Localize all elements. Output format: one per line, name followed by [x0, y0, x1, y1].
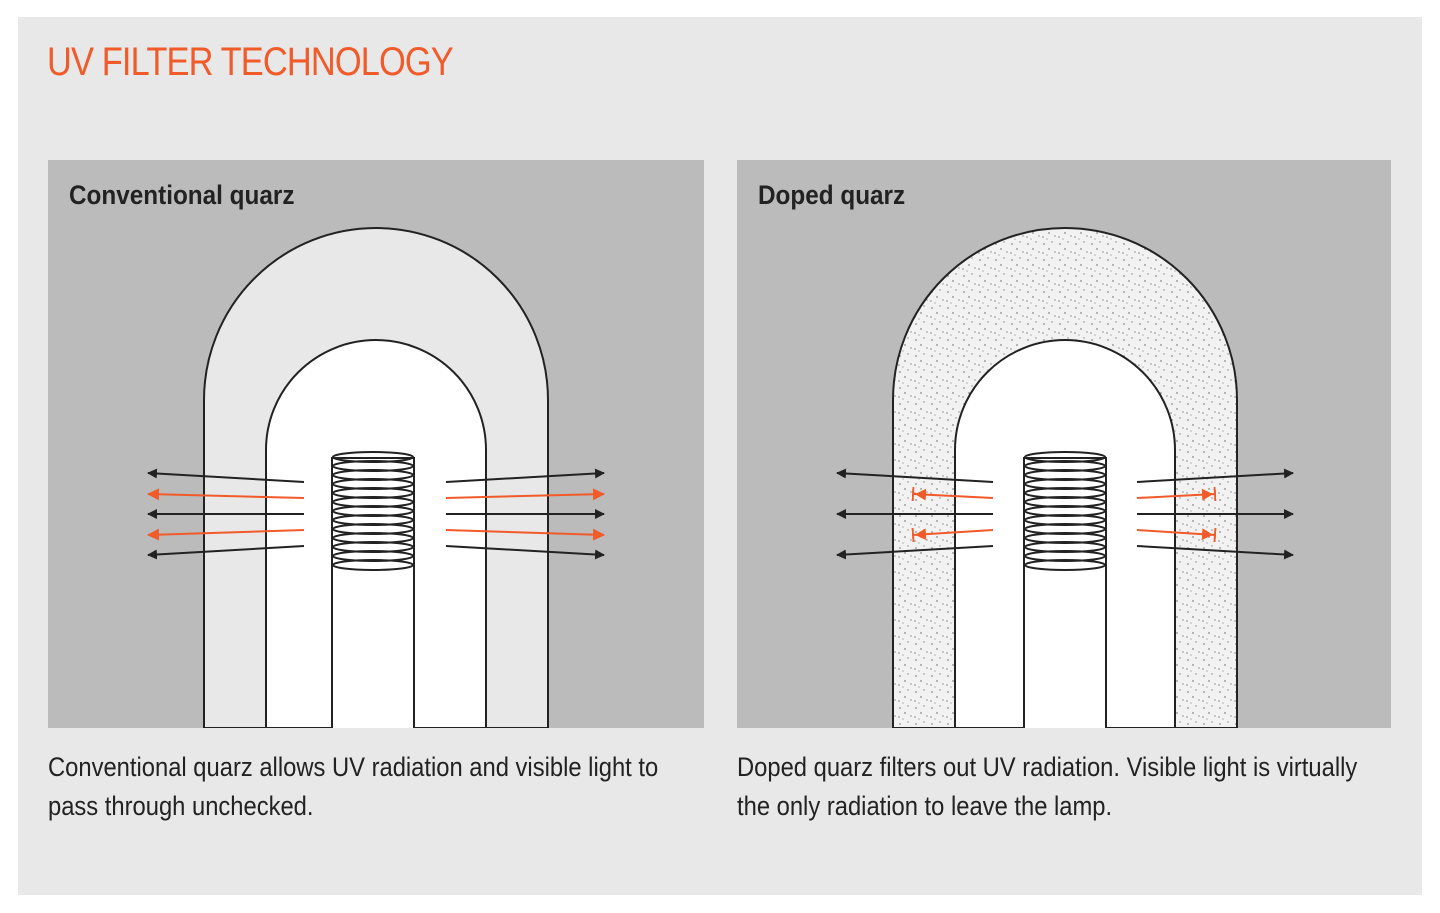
- page-title: UV FILTER TECHNOLOGY: [47, 40, 454, 84]
- caption-doped: Doped quarz filters out UV radiation. Vi…: [737, 752, 1358, 821]
- caption-conventional: Conventional quarz allows UV radiation a…: [48, 752, 659, 821]
- conventional-lamp-diagram: [147, 227, 605, 728]
- left-emission-arrows: [836, 468, 994, 560]
- filament-coil: [1024, 451, 1106, 571]
- right-emission-arrows: [445, 468, 605, 560]
- filament-coil: [332, 451, 414, 571]
- left-emission-arrows: [147, 468, 305, 560]
- doped-quartz-panel: Doped quarz: [737, 160, 1391, 728]
- doped-lamp-diagram: [836, 227, 1294, 728]
- right-emission-arrows: [1136, 468, 1294, 560]
- panel-label-conventional: Conventional quarz: [69, 180, 295, 210]
- conventional-quartz-panel: Conventional quarz: [48, 160, 704, 728]
- panel-label-doped: Doped quarz: [758, 180, 906, 210]
